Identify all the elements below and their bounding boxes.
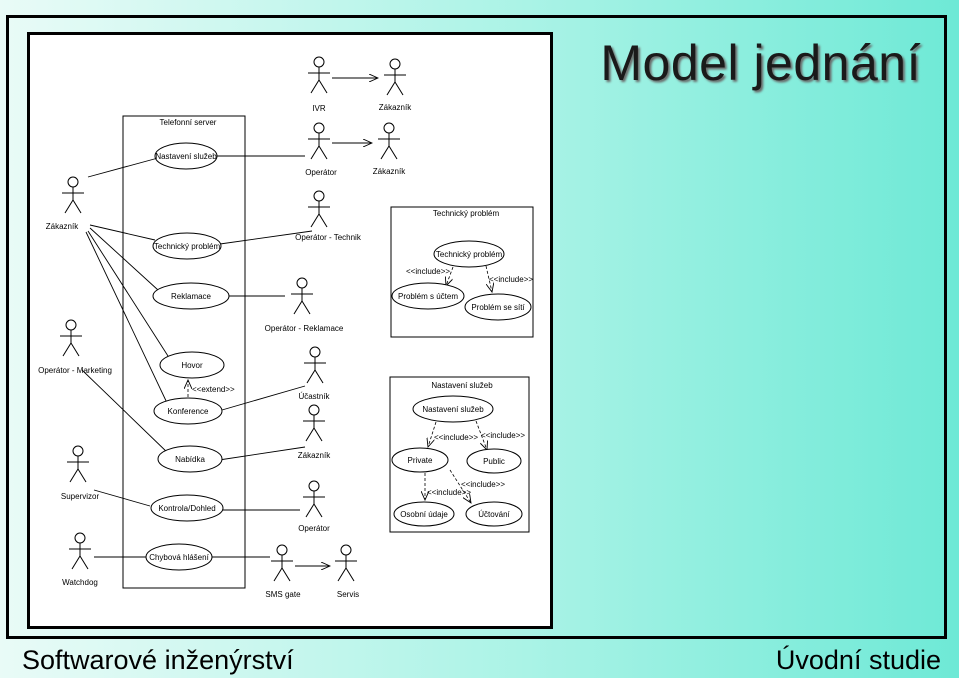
tech-box-title: Technický problém — [433, 209, 500, 218]
actor-operator-mid-label: Operátor — [298, 524, 330, 533]
actor-supervisor-label: Supervizor — [61, 492, 100, 501]
actor-complaints-operator — [290, 277, 314, 315]
tech-box-root-label: Technický problém — [436, 250, 503, 259]
actor-customer-top2-label: Zákazník — [373, 167, 406, 176]
actor-sms-gate — [270, 544, 294, 582]
actor-service — [334, 544, 358, 582]
actor-participant — [303, 346, 327, 384]
system-boundary — [122, 115, 246, 589]
actor-customer-top1-label: Zákazník — [379, 103, 412, 112]
actor-ivr-label: IVR — [312, 104, 326, 113]
actor-complaints-operator-label: Operátor - Reklamace — [265, 324, 344, 333]
actor-customer-left — [61, 176, 85, 214]
actor-marketing-label: Operátor - Marketing — [38, 366, 112, 375]
actor-customer-top2 — [377, 122, 401, 160]
services-box-billing — [465, 501, 523, 527]
usecase-complaint-label: Reklamace — [171, 292, 212, 301]
actor-service-label: Servis — [337, 590, 359, 599]
use-case-diagram: Telefonní server — [38, 56, 534, 599]
actor-participant-label: Účastník — [298, 392, 330, 401]
use-case-diagram-panel: Telefonní server — [27, 32, 553, 629]
usecase-tech-problem-label: Technický problém — [154, 242, 221, 251]
actor-watchdog — [68, 532, 92, 570]
services-box-public-label: Public — [483, 457, 505, 466]
usecase-call — [159, 351, 225, 379]
actor-customer-top1 — [383, 58, 407, 96]
services-box-personal-label: Osobní údaje — [400, 510, 448, 519]
slide-frame — [6, 15, 947, 639]
usecase-offer-label: Nabídka — [175, 455, 205, 464]
services-box-private — [391, 447, 449, 473]
services-box-include-b: <<include>> — [427, 488, 471, 497]
actor-technician-label: Operátor - Technik — [295, 233, 362, 242]
usecase-conference-label: Konference — [168, 407, 209, 416]
usecase-error-report — [145, 543, 213, 571]
tech-box-include-left: <<include>> — [406, 267, 450, 276]
services-box-root-label: Nastavení služeb — [422, 405, 484, 414]
services-box-public — [466, 448, 522, 474]
services-box-personal — [393, 501, 455, 527]
services-box-include-left: <<include>> — [434, 433, 478, 442]
services-box-include-a: <<include>> — [461, 480, 505, 489]
usecase-call-label: Hovor — [181, 361, 203, 370]
actor-supervisor — [66, 445, 90, 483]
usecase-control — [150, 494, 224, 522]
tech-box-root — [433, 240, 505, 268]
tech-box-network-label: Problém se sítí — [471, 303, 525, 312]
usecase-tech-problem — [152, 232, 222, 260]
services-box: Nastavení služeb Nastavení služeb <<incl… — [389, 376, 530, 533]
actor-operator-mid — [302, 480, 326, 518]
actor-technician — [307, 190, 331, 228]
actor-operator-top — [307, 122, 331, 160]
system-label: Telefonní server — [160, 118, 217, 127]
usecase-complaint — [152, 282, 230, 310]
actor-customer-mid-label: Zákazník — [298, 451, 331, 460]
section-label: Úvodní studie — [775, 645, 941, 675]
usecase-services — [154, 142, 218, 170]
actor-sms-gate-label: SMS gate — [265, 590, 301, 599]
usecase-conference — [153, 397, 223, 425]
actor-marketing — [59, 319, 83, 357]
usecase-offer — [157, 445, 223, 473]
tech-box-account-label: Problém s účtem — [398, 292, 458, 301]
actor-operator-top-label: Operátor — [305, 168, 337, 177]
tech-problem-box: Technický problém Technický problém <<in… — [390, 206, 534, 338]
actor-watchdog-label: Watchdog — [62, 578, 98, 587]
usecase-error-report-label: Chybová hlášení — [149, 553, 209, 562]
tech-box-include-right: <<include>> — [489, 275, 533, 284]
usecase-control-label: Kontrola/Dohled — [158, 504, 215, 513]
slide-title: Model jednání — [600, 35, 921, 91]
extend-label: <<extend>> — [192, 385, 235, 394]
services-box-billing-label: Účtování — [478, 510, 510, 519]
actor-customer-mid — [302, 404, 326, 442]
services-box-root — [412, 395, 494, 423]
services-box-include-right: <<include>> — [481, 431, 525, 440]
actor-customer-left-label: Zákazník — [46, 222, 79, 231]
tech-box-account — [391, 282, 465, 310]
association-lines — [81, 78, 378, 566]
subject-label: Softwarové inženýrství — [22, 645, 294, 675]
usecase-services-label: Nastavení služeb — [155, 152, 217, 161]
actor-ivr — [307, 56, 331, 94]
services-box-private-label: Private — [408, 456, 433, 465]
tech-box-network — [464, 293, 532, 321]
services-box-title: Nastavení služeb — [431, 381, 493, 390]
